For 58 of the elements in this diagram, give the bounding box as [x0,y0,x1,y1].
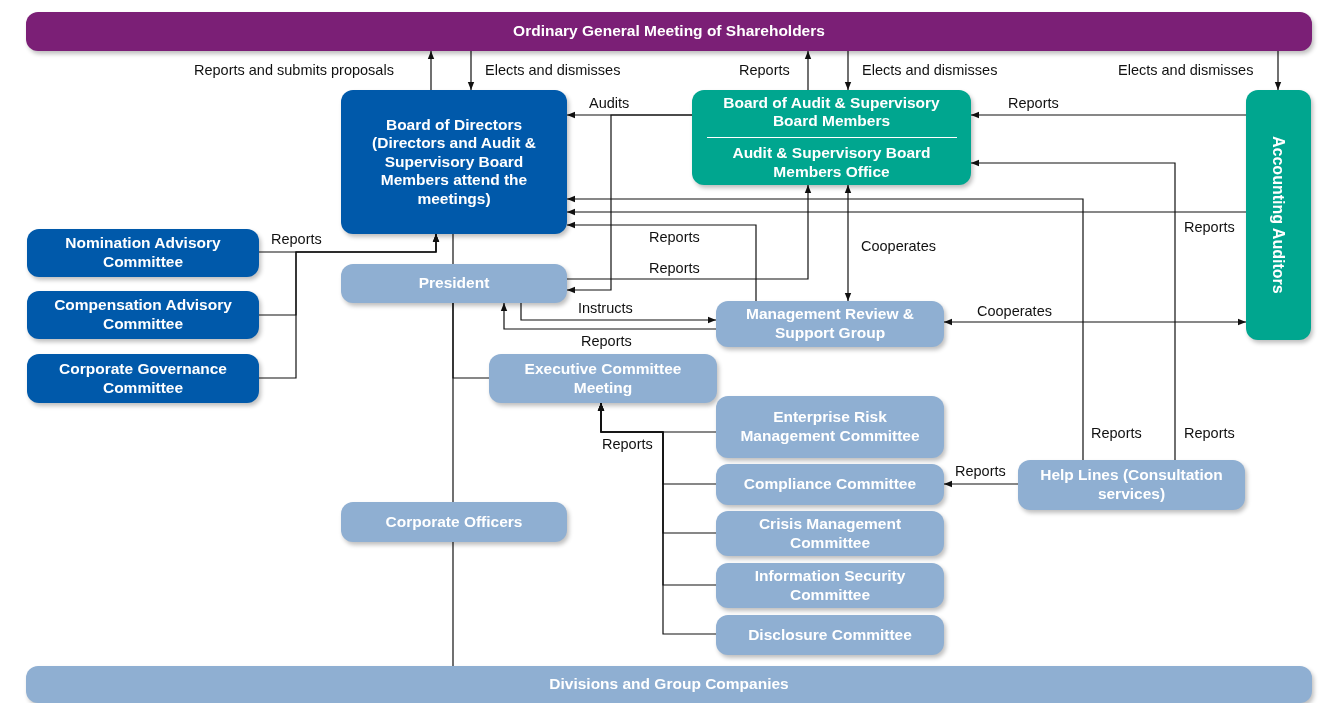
org-box [341,264,567,303]
box-text: Nomination Advisory Committee [64,234,222,272]
connector-arrow [970,159,1176,461]
org-box [1246,90,1311,340]
org-box [716,396,944,458]
org-box [27,291,259,339]
org-box [716,301,944,347]
box-text: Compliance Committee [742,475,918,494]
connector-arrow [520,302,717,324]
connector-arrow [566,208,1247,216]
org-box [27,229,259,277]
connector-arrow [566,184,812,280]
org-box [716,615,944,655]
box-heading: Board of Audit & Supervisory Board Members [722,93,941,131]
connector-arrow [804,50,812,91]
org-box [716,464,944,505]
box-text: Accounting Auditors [1269,136,1289,294]
connector-arrow [500,302,717,330]
box-text: Information Security Committee [753,566,907,605]
box-text: Disclosure Committee [747,625,913,645]
box-text: Enterprise Risk Management Committee [739,408,921,446]
connector-arrow [467,50,475,91]
connector-arrow [258,233,440,379]
edge-label: Reports and submits proposals [193,61,395,79]
connector-arrow [427,50,435,91]
org-box [27,354,259,403]
box-text: Corporate Officers [384,512,524,532]
org-box [341,90,567,234]
box-text: Management Review & Support Group [745,305,915,343]
box-text: Ordinary General Meeting of Shareholders [512,22,826,41]
connector-arrow [943,318,1247,326]
box-text: Corporate Governance Committee [58,359,228,398]
connector-arrow [1274,50,1282,91]
org-box [692,90,971,185]
connector-arrow [566,114,693,294]
org-box [716,511,944,556]
box-text: Executive Committee Meeting [523,359,683,398]
box-text: Help Lines (Consultation services) [1039,466,1224,504]
box-text: (Directors and Audit & Supervisory Board Members attend the meetings) [371,134,537,209]
org-box [716,563,944,608]
connector-arrow [844,50,852,91]
org-box [1018,460,1245,510]
org-box [26,666,1312,703]
org-box [341,502,567,542]
box-text: Compensation Advisory Committee [53,296,233,334]
connector-arrow [566,221,757,302]
connector-arrow [970,111,1247,119]
box-text: President [417,274,491,293]
connector-arrow [943,480,1019,488]
connector-arrow [597,402,717,635]
box-text: Audit & Supervisory Board Members Office [731,144,932,182]
org-box [26,12,1312,51]
box-heading: Board of Directors [384,115,524,135]
box-text: Divisions and Group Companies [548,675,790,694]
box-text: Crisis Management Committee [757,514,903,553]
org-box [489,354,717,403]
connector-arrow [844,184,852,302]
connector-arrow [566,195,1084,461]
